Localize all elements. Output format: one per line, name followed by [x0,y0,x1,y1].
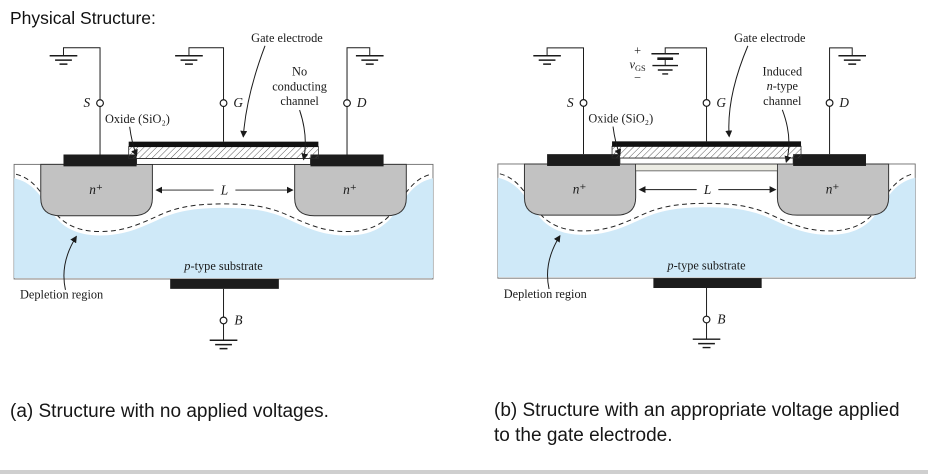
channel-callout: No conducting channel [272,64,327,161]
source-contact [547,154,620,166]
gate-electrode-label: Gate electrode [734,31,806,45]
source-terminal-node [96,99,104,108]
source-wire-and-ground [49,47,101,155]
drain-terminal-label: D [356,95,367,110]
body-terminal-node [702,315,711,324]
channel-length-dimension: L [155,183,294,198]
drain-terminal-node [343,99,351,108]
mosfet-no-voltage-diagram: S G D L n⁺ n⁺ p-type substrate [13,31,434,350]
drain-terminal-label: D [838,95,849,110]
gate-electrode-top [612,141,802,147]
channel-length-label: L [220,183,228,198]
oxide-arrow [129,126,138,157]
substrate-label: p-type substrate [183,259,263,273]
depletion-boundary [15,173,432,233]
drain-terminal-node [825,99,834,107]
drain-contact [310,154,384,167]
depletion-region-arrow [63,235,77,290]
depletion-boundary [499,173,914,232]
p-substrate-region [14,178,433,278]
gate-electrode-body [128,146,319,159]
channel-arrow [299,109,309,161]
figure-b: + vGS − S G D L [490,31,928,448]
source-terminal-label: S [567,95,574,110]
gate-electrode-top [128,141,319,148]
n-plus-left-label: n⁺ [573,182,587,197]
vgs-label: vGS [630,58,647,73]
channel-length-label: L [703,182,711,197]
gate-electrode-arrow [725,45,749,138]
gate-wire-and-vgs-source: + vGS − [630,44,708,142]
channel-callout: Induced n-type channel [763,64,803,164]
gate-electrode-arrow [240,45,266,138]
channel-length-dimension: L [638,182,777,197]
page-title: Physical Structure: [10,8,156,28]
gate-electrode-label: Gate electrode [251,31,323,45]
n-plus-drain-region [294,163,407,217]
channel-callout-line2: conducting [272,79,327,93]
induced-channel [635,163,778,172]
gate-terminal-label: G [716,95,726,110]
oxide-label: Oxide (SiO₂) [105,112,170,126]
body-terminal-node [219,316,228,325]
source-contact [63,154,137,167]
body-contact [170,278,279,289]
channel-callout-line2: n-type [767,79,799,93]
body-terminal-label: B [717,311,725,326]
source-wire-and-ground [533,47,584,155]
depletion-region-arrow [547,234,561,290]
oxide-label: Oxide (SiO₂) [588,112,653,126]
mosfet-gate-voltage-diagram: + vGS − S G D L [497,31,916,349]
diagram-row: S G D L n⁺ n⁺ p-type substrate [0,31,928,448]
vgs-minus-sign: − [634,70,641,84]
gate-terminal-node [219,99,228,108]
n-plus-right-label: n⁺ [826,182,840,197]
gate-terminal-node [702,99,711,107]
body-contact-and-ground: B [170,278,279,350]
caption-a: (a) Structure with no applied voltages. [10,401,329,422]
figure-a: S G D L n⁺ n⁺ p-type substrate [6,31,446,448]
vgs-plus-sign: + [634,44,641,58]
n-plus-source-region [523,163,637,216]
n-plus-source-region [40,163,153,217]
source-terminal-label: S [83,95,90,110]
channel-callout-line1: Induced [763,64,803,78]
source-terminal-node [579,99,588,107]
n-plus-drain-region [776,163,890,216]
gate-electrode-body [611,145,802,159]
gate-terminal-label: G [233,95,243,110]
body-terminal-label: B [234,312,242,327]
channel-callout-line1: No [292,64,307,78]
bottom-edge-strip [0,470,928,474]
channel-callout-line3: channel [763,94,802,108]
substrate-label: p-type substrate [666,258,746,272]
drain-contact [793,154,866,166]
channel-callout-line3: channel [280,94,319,108]
body-contact-and-ground: B [653,278,762,349]
channel-arrow [781,109,792,164]
depletion-region-label: Depletion region [504,287,587,301]
gate-wire-and-ground [175,47,225,142]
p-substrate-region [497,177,916,278]
caption-b: (b) Structure with an appropriate voltag… [494,400,900,447]
n-plus-left-label: n⁺ [89,182,103,197]
n-plus-right-label: n⁺ [343,182,357,197]
oxide-layer [136,158,311,165]
body-contact [653,278,762,289]
oxide-arrow [612,126,622,157]
oxide-layer [619,157,794,165]
depletion-region-label: Depletion region [20,288,103,302]
